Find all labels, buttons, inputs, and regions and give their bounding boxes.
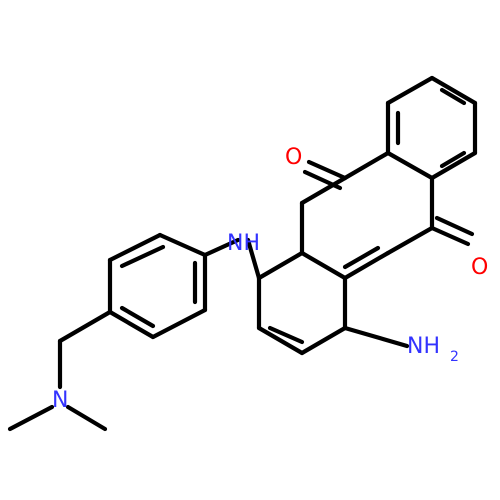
nh-bridge-label: NH [227, 231, 260, 256]
oxygen-atom-top: O [285, 145, 302, 170]
bond [256, 250, 305, 281]
bond [150, 307, 208, 340]
bond [65, 404, 108, 432]
oxygen-atom-bottom: O [471, 255, 488, 280]
bond [107, 309, 156, 340]
bond [342, 250, 391, 281]
bond [202, 237, 241, 258]
bond [342, 245, 381, 270]
n-dimethyl-label: N [52, 388, 68, 413]
bond [299, 175, 348, 206]
bond [434, 215, 475, 237]
bond [429, 225, 471, 247]
bond [299, 325, 348, 356]
atom-labels: O O NH NH 2 N [52, 145, 488, 413]
nh2-subscript: 2 [450, 349, 459, 365]
bond [119, 244, 166, 269]
bond [429, 150, 478, 181]
bond [306, 159, 348, 181]
bond [157, 232, 208, 258]
bond [439, 87, 467, 106]
bond [429, 75, 478, 106]
bond [119, 305, 156, 329]
bond [385, 150, 435, 181]
bonds [7, 75, 478, 432]
bond [107, 232, 163, 263]
bond [385, 225, 435, 256]
bond [7, 404, 55, 432]
bond [256, 325, 305, 356]
bond [299, 250, 348, 281]
bond [385, 75, 435, 106]
bond [342, 325, 410, 349]
bond [342, 150, 391, 181]
bond [245, 237, 262, 281]
bond [439, 150, 467, 169]
bond [57, 309, 113, 344]
bond [302, 169, 343, 191]
bond [267, 325, 305, 345]
nh2-label: NH [407, 334, 440, 359]
